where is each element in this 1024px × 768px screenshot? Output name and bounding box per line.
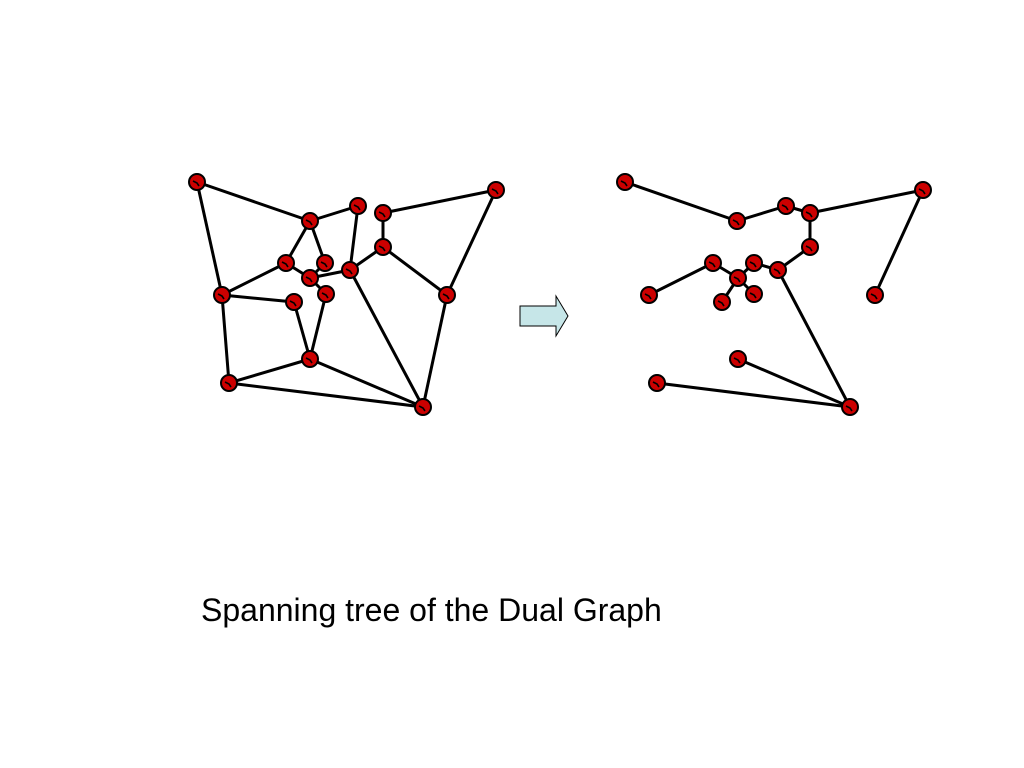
spanning-tree-node-p <box>648 374 666 392</box>
dual-graph-node-g <box>316 254 334 272</box>
dual-graph-node-c <box>349 197 367 215</box>
dual-graph-node-n <box>438 286 456 304</box>
dual-graph-edge-f-k <box>220 261 288 297</box>
dual-graph-node-p <box>220 374 238 392</box>
dual-graph-node-q <box>414 398 432 416</box>
spanning-tree-node-m <box>745 285 763 303</box>
dual-graph-node-l <box>285 293 303 311</box>
spanning-tree-edge-a-b <box>623 180 739 223</box>
dual-graph-node-f <box>277 254 295 272</box>
spanning-tree-edge-o-q <box>736 357 852 409</box>
spanning-tree-node-b <box>728 212 746 230</box>
spanning-tree-node-i <box>769 261 787 279</box>
spanning-tree-node-f <box>704 254 722 272</box>
dual-graph-node-a <box>188 173 206 191</box>
spanning-tree <box>616 173 932 416</box>
dual-graph-edge-j-n <box>381 245 449 297</box>
dual-graph-edge-c-i <box>348 204 360 272</box>
spanning-tree-node-o <box>729 350 747 368</box>
dual-graph-edge-d-e <box>381 188 498 215</box>
spanning-tree-node-l <box>713 293 731 311</box>
spanning-tree-edge-p-q <box>655 381 852 409</box>
spanning-tree-node-n <box>866 286 884 304</box>
dual-graph-node-e <box>487 181 505 199</box>
spanning-tree-node-c <box>777 197 795 215</box>
dual-graph-edge-k-p <box>220 293 231 385</box>
dual-graph-edge-p-q <box>227 381 425 409</box>
dual-graph-node-h <box>301 269 319 287</box>
dual-graph-edge-o-p <box>227 357 312 385</box>
spanning-tree-edge-f-k <box>647 261 715 297</box>
dual-graph-edge-a-b <box>195 180 312 223</box>
spanning-tree-node-d <box>801 204 819 222</box>
dual-graph-node-k <box>213 286 231 304</box>
dual-graph-edge-i-q <box>348 268 425 409</box>
spanning-tree-node-a <box>616 173 634 191</box>
dual-graph-node-d <box>374 204 392 222</box>
spanning-tree-node-k <box>640 286 658 304</box>
dual-graph-edge-e-n <box>445 188 498 297</box>
dual-graph-edge-l-o <box>292 300 312 361</box>
dual-graph-edge-k-l <box>220 293 296 304</box>
spanning-tree-edge-i-q <box>776 268 852 409</box>
spanning-tree-edge-d-e <box>808 188 925 215</box>
caption: Spanning tree of the Dual Graph <box>201 592 662 628</box>
spanning-tree-node-e <box>914 181 932 199</box>
dual-graph-node-j <box>374 238 392 256</box>
right-arrow-icon <box>519 294 569 338</box>
spanning-tree-node-q <box>841 398 859 416</box>
dual-graph-edge-n-q <box>421 293 449 409</box>
dual-graph-edge-o-q <box>308 357 425 409</box>
spanning-tree-edge-e-n <box>873 188 925 297</box>
spanning-tree-node-h <box>729 269 747 287</box>
dual-graph-edge-m-o <box>308 292 328 361</box>
dual-graph-node-o <box>301 350 319 368</box>
dual-graph-node-b <box>301 212 319 230</box>
spanning-tree-node-j <box>801 238 819 256</box>
spanning-tree-node-g <box>745 254 763 272</box>
dual-graph-node-i <box>341 261 359 279</box>
dual-graph <box>188 173 505 416</box>
dual-graph-node-m <box>317 285 335 303</box>
dual-graph-edge-a-k <box>195 180 224 297</box>
